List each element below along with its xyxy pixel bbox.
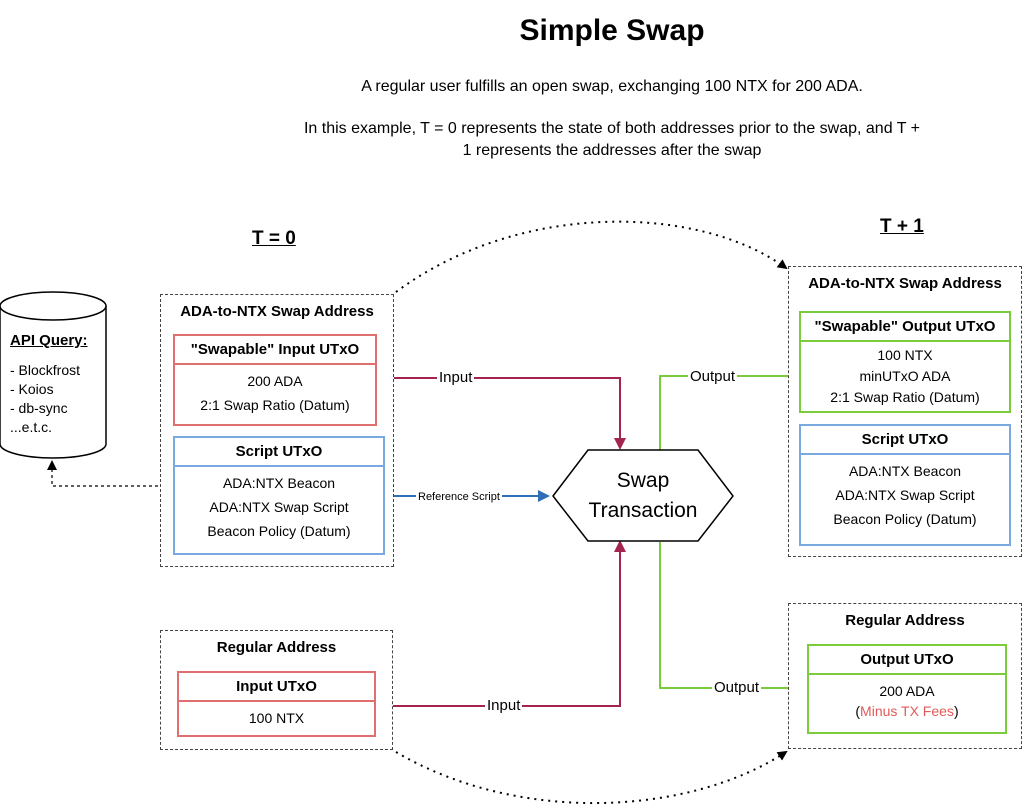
t0-input-utxo: Input UTxO 100 NTX — [177, 671, 376, 737]
swap-transaction-hexagon — [552, 449, 734, 542]
description-line2: In this example, T = 0 represents the st… — [303, 120, 921, 159]
description-line1: A regular user fulfills an open swap, ex… — [361, 78, 863, 95]
t0-swap-address-title: ADA-to-NTX Swap Address — [180, 303, 374, 320]
api-item: - Koios — [10, 381, 54, 397]
utxo-title: "Swapable" Input UTxO — [175, 336, 375, 365]
utxo-title: Input UTxO — [179, 673, 374, 702]
dotted-curve-bottom — [395, 750, 788, 805]
t1-output-utxo: Output UTxO 200 ADA (Minus TX Fees) — [807, 644, 1007, 734]
utxo-title: Script UTxO — [801, 426, 1009, 455]
t0-label: T = 0 — [252, 228, 296, 249]
utxo-line: 100 NTX — [877, 347, 933, 363]
utxo-line: 200 ADA — [247, 373, 303, 389]
api-database-icon — [0, 291, 107, 459]
input-bottom-arrow — [376, 540, 626, 707]
t0-script-utxo: Script UTxO ADA:NTX Beacon ADA:NTX Swap … — [173, 436, 385, 555]
utxo-line: 100 NTX — [248, 710, 305, 726]
t1-swap-address-title: ADA-to-NTX Swap Address — [808, 275, 1002, 292]
edge-label-input-bottom: Input — [485, 697, 523, 715]
utxo-title: Output UTxO — [809, 646, 1005, 675]
api-query-panel: API Query: - Blockfrost - Koios - db-syn… — [10, 332, 102, 437]
api-query-title: API Query: — [10, 332, 88, 349]
fee-paren-open: ( — [855, 703, 861, 719]
api-item: - db-sync — [10, 400, 68, 416]
utxo-line: 200 ADA — [879, 683, 935, 699]
output-bottom-arrow — [659, 542, 808, 694]
utxo-line: minUTxO ADA — [859, 368, 951, 384]
api-item: - Blockfrost — [10, 362, 81, 378]
t1-regular-address-title: Regular Address — [845, 612, 965, 629]
edge-label-reference-script: Reference Script — [416, 488, 502, 506]
utxo-title: Script UTxO — [175, 438, 383, 467]
input-top-arrow — [376, 377, 626, 450]
utxo-line: Beacon Policy (Datum) — [207, 523, 351, 539]
utxo-line: ADA:NTX Swap Script — [209, 499, 349, 515]
t1-swapable-output-utxo: "Swapable" Output UTxO 100 NTX minUTxO A… — [799, 311, 1011, 413]
edge-label-output-bottom: Output — [712, 679, 762, 697]
edge-label-input-top: Input — [437, 369, 475, 387]
utxo-line: ADA:NTX Beacon — [222, 475, 336, 491]
api-query-connector — [47, 460, 182, 487]
output-top-arrow — [659, 370, 801, 450]
utxo-fee-line: (Minus TX Fees) — [809, 701, 1005, 721]
fee-paren-close: ) — [953, 703, 959, 719]
swap-transaction-label: Swap Transaction — [588, 469, 698, 522]
fee-text: Minus TX Fees — [860, 703, 954, 719]
dotted-curve-top — [395, 220, 788, 293]
t1-label: T + 1 — [880, 216, 924, 237]
utxo-title: "Swapable" Output UTxO — [801, 313, 1009, 342]
t0-swapable-input-utxo: "Swapable" Input UTxO 200 ADA 2:1 Swap R… — [173, 334, 377, 426]
t0-regular-address-title: Regular Address — [216, 639, 337, 656]
utxo-line: ADA:NTX Swap Script — [835, 487, 975, 503]
utxo-line: 2:1 Swap Ratio (Datum) — [200, 397, 350, 413]
utxo-line: ADA:NTX Beacon — [848, 463, 962, 479]
api-item: ...e.t.c. — [10, 419, 53, 435]
edge-label-output-top: Output — [688, 368, 738, 386]
t1-script-utxo: Script UTxO ADA:NTX Beacon ADA:NTX Swap … — [799, 424, 1011, 546]
diagram-title: Simple Swap — [519, 14, 705, 47]
utxo-line: 2:1 Swap Ratio (Datum) — [830, 389, 980, 405]
utxo-line: Beacon Policy (Datum) — [833, 511, 977, 527]
